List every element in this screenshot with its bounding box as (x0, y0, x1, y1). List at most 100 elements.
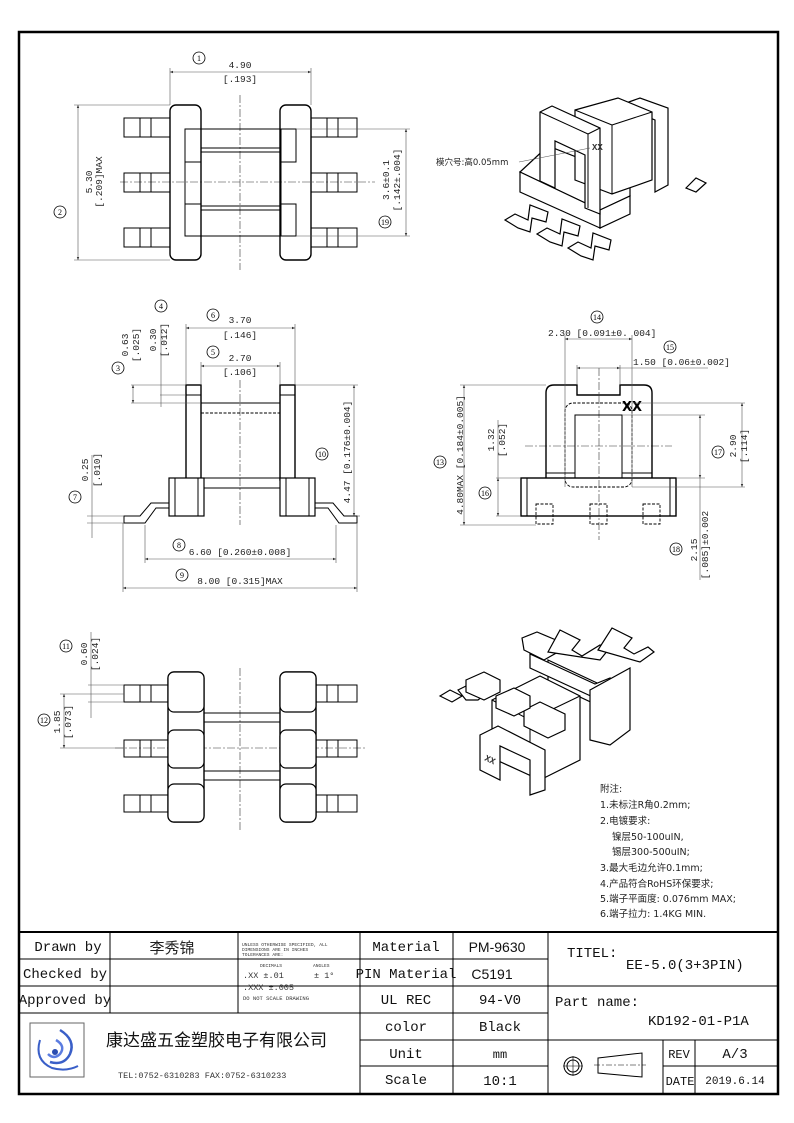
scale-label: Scale (385, 1073, 427, 1089)
unit-label: Unit (389, 1047, 423, 1063)
dim-pitch: 3.6±0.1 (381, 160, 392, 200)
dim-2-90: 2.90 (728, 434, 739, 457)
dim-2-70: 2.70 (229, 353, 252, 364)
company-name: 康达盛五金塑胶电子有限公司 (106, 1031, 327, 1051)
no-scale-note: DO NOT SCALE DRAWING (243, 995, 309, 1002)
approved-by-label: Approved by (19, 993, 111, 1009)
dim-2-90-inch: [.114] (739, 429, 750, 463)
dim-1-85: 1.85 (52, 710, 63, 733)
dim-pitch-inch: [.142±.004] (392, 149, 403, 212)
tolerance-note: UNLESS OTHERWISE SPECIFIED, ALL (242, 942, 328, 948)
side-view: 3.70 [.146] 6 2.70 [.106] 5 0.63 [.025] … (68, 299, 360, 592)
dim-6-60: 6.60 [0.260±0.008] (189, 547, 292, 558)
company-logo (29, 1022, 85, 1078)
balloon: 19 (381, 218, 389, 227)
balloon: 7 (73, 493, 77, 502)
balloon: 14 (593, 313, 601, 322)
dim-height-inch: [.209]MAX (94, 156, 105, 208)
pins-left (123, 117, 171, 248)
dim-width-inch: [.193] (223, 74, 257, 85)
isometric-view-top: XX 模穴号:高0.05mm (436, 97, 708, 261)
balloon: 6 (211, 311, 215, 320)
isometric-view-bottom: XX (438, 627, 655, 796)
dim-1-32: 1.32 (486, 428, 497, 451)
material-value: PM-9630 (469, 939, 526, 955)
tolerance-xxx: .XXX ±.005 (243, 983, 294, 993)
dim-1-85-inch: [.073] (63, 705, 74, 739)
part-name-value: KD192-01-P1A (648, 1014, 749, 1030)
notes: 附注: 1.未标注R角0.2mm; 2.电镀要求: 镍层50-100uIN, 锡… (600, 783, 736, 920)
dim-0-60-inch: [.024] (90, 637, 101, 671)
dim-0-60: 0.60 (79, 642, 90, 665)
front-view: XX 2.30 [0.091±0. 004] 14 1.50 [0.06±0.0… (433, 310, 750, 580)
note-line: 锡层300-500uIN; (612, 846, 690, 858)
color-label: color (385, 1020, 427, 1036)
tolerance-note: TOLERANCES ARE: (242, 952, 283, 958)
ul-label: UL REC (381, 993, 431, 1009)
balloon: 5 (211, 348, 215, 357)
balloon: 8 (177, 541, 181, 550)
dim-1-32-inch: [.052] (497, 423, 508, 457)
title-value: EE-5.0(3+3PIN) (626, 958, 744, 974)
balloon: 12 (40, 716, 48, 725)
rev-value: A/3 (722, 1047, 747, 1063)
title-block: Drawn by Checked by Approved by 李秀锦 UNLE… (19, 931, 778, 1094)
balloon: 4 (159, 302, 163, 311)
tolerance-xx: .XX ±.01 (243, 971, 284, 981)
drawn-by-label: Drawn by (34, 940, 101, 956)
dim-1-50: 1.50 [0.06±0.002] (633, 357, 730, 368)
drawing-frame (17, 30, 780, 1096)
unit-value: mm (493, 1048, 507, 1062)
drawn-by-value: 李秀锦 (149, 939, 194, 957)
balloon: 16 (481, 489, 489, 498)
material-label: Material (372, 940, 439, 956)
pins-right (310, 117, 358, 248)
company-contact: TEL:0752-6310283 FAX:0752-6310233 (118, 1071, 286, 1081)
dim-0-25-inch: [.010] (92, 453, 103, 487)
date-label: DATE (666, 1075, 695, 1089)
balloon: 10 (318, 450, 326, 459)
cavity-mark: XX (592, 143, 603, 153)
projection-symbol (563, 1052, 646, 1078)
scale-value: 10:1 (483, 1074, 517, 1090)
note-line: 2.电镀要求: (600, 815, 650, 827)
notes-heading: 附注: (600, 783, 622, 795)
dim-3-70-inch: [.146] (223, 330, 257, 341)
color-value: Black (479, 1020, 521, 1036)
dim-0-30-inch: [.012] (159, 323, 170, 357)
dim-2-15: 2.15 (689, 538, 700, 561)
part-name-label: Part name: (555, 995, 639, 1011)
tolerance-angles: ANGLES (313, 963, 330, 969)
ul-value: 94-V0 (479, 993, 521, 1009)
date-value: 2019.6.14 (705, 1076, 765, 1088)
dim-0-25: 0.25 (80, 458, 91, 481)
dim-8-00: 8.00 [0.315]MAX (197, 576, 283, 587)
balloon: 18 (672, 545, 680, 554)
dim-0-63: 0.63 (120, 333, 131, 356)
bottom-view: 0.60 [.024] 11 1.85 [.073] 12 (37, 632, 365, 830)
title-label: TITEL: (567, 946, 617, 962)
balloon: 1 (197, 54, 201, 63)
note-line: 3.最大毛边允许0.1mm; (600, 862, 703, 874)
dim-2-30: 2.30 [0.091±0. 004] (548, 328, 656, 339)
checked-by-label: Checked by (23, 967, 107, 983)
note-line: 4.产品符合RoHS环保要求; (600, 878, 713, 890)
rev-label: REV (668, 1048, 690, 1062)
dim-0-63-inch: [.025] (131, 328, 142, 362)
dim-width: 4.90 (229, 60, 252, 71)
note-line: 镍层50-100uIN, (612, 831, 684, 843)
balloon: 3 (116, 364, 120, 373)
balloon: 13 (436, 458, 444, 467)
dim-3-70: 3.70 (229, 315, 252, 326)
dim-0-30: 0.30 (148, 328, 159, 351)
dim-4-80: 4.80MAX [0.184±0.005] (455, 395, 466, 515)
dim-4-47: 4.47 [0.176±0.004] (342, 401, 353, 504)
note-line: 6.端子拉力: 1.4KG MIN. (600, 908, 706, 920)
note-line: 1.未标注R角0.2mm; (600, 799, 690, 811)
cavity-callout: 模穴号:高0.05mm (436, 157, 508, 168)
balloon: 15 (666, 343, 674, 352)
balloon: 17 (714, 448, 722, 457)
note-line: 5.端子平面度: 0.076mm MAX; (600, 893, 736, 905)
top-view: 4.90 [.193] 1 5.30 [.209]MAX 2 3.6±0.1 [… (53, 51, 410, 270)
